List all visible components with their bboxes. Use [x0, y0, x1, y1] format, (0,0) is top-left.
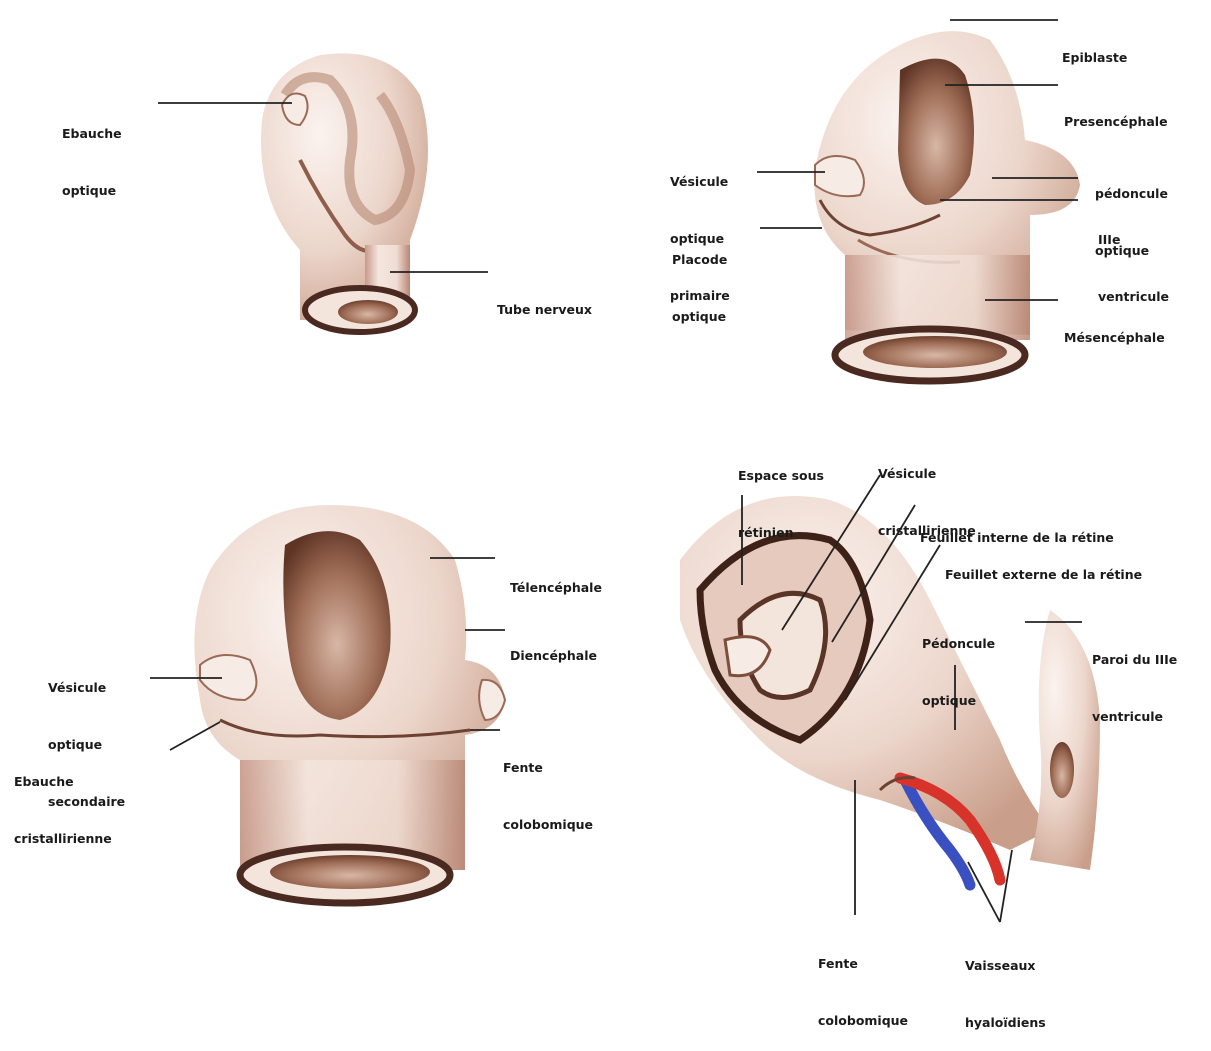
- label-vaisseaux-hyaloidiens: Vaisseaux hyaloïdiens: [965, 918, 1046, 1051]
- label-presencephale: Presencéphale: [1064, 74, 1168, 150]
- panel-bottom-left-illustration: [194, 505, 505, 903]
- label-tube-nerveux: Tube nerveux: [497, 262, 592, 338]
- leader-vaisseaux-2: [1000, 850, 1012, 922]
- panel-top-right-illustration: [814, 31, 1080, 381]
- label-placode-optique: Placode optique: [672, 212, 727, 345]
- label-espace-sous-retinien: Espace sous rétinien: [738, 428, 824, 561]
- label-ebauche-cristallinienne: Ebauche cristallirienne: [14, 734, 112, 867]
- label-fente-colobomique-right: Fente colobomique: [818, 916, 908, 1049]
- leader-ebauche-cristal: [170, 722, 220, 750]
- label-mesencephale: Mésencéphale: [1064, 290, 1165, 366]
- label-telencephale: Télencéphale: [510, 540, 602, 616]
- embryology-figure: Ebauche optique Tube nerveux Epiblaste P…: [0, 0, 1211, 958]
- eye-development-illustration: [0, 0, 1211, 958]
- label-ebauche-optique: Ebauche optique: [62, 86, 122, 219]
- label-paroi-iiie-ventricule: Paroi du IIIe ventricule: [1092, 612, 1177, 745]
- label-feuillet-externe: Feuillet externe de la rétine: [945, 527, 1142, 603]
- label-fente-colobomique-left: Fente colobomique: [503, 720, 593, 853]
- label-pedoncule-optique-bottom: Pédoncule optique: [922, 596, 995, 729]
- panel-top-left-illustration: [261, 53, 428, 332]
- label-diencephale: Diencéphale: [510, 608, 597, 684]
